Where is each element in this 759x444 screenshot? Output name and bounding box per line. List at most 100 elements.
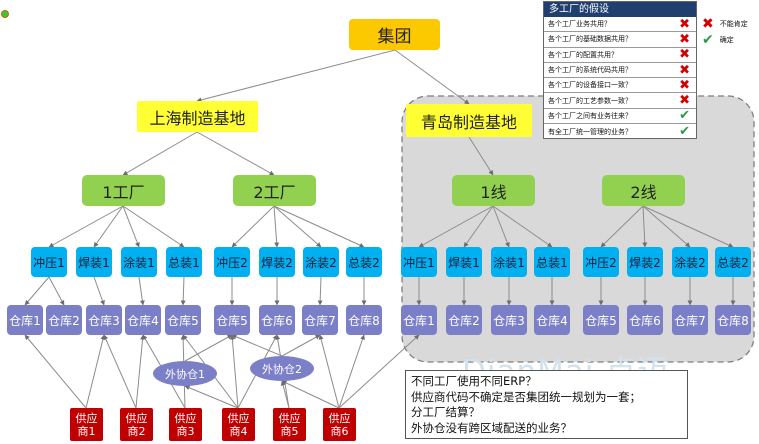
hypotheses-title: 多工厂的假设 bbox=[544, 2, 696, 17]
shanghai-warehouse-6: 仓库6 bbox=[259, 305, 295, 335]
line-1-node: 1线 bbox=[452, 175, 535, 206]
qingdao-warehouse-7: 仓库7 bbox=[672, 305, 708, 335]
shanghai-warehouse-1: 仓库1 bbox=[7, 305, 43, 335]
note-line: 供应商代码不确定是否集团统一规划为一套； bbox=[411, 389, 641, 404]
qingdao-workshop-3: 涂装1 bbox=[491, 247, 527, 277]
hypothesis-text: 各个工厂的工艺参数一致？ bbox=[548, 96, 632, 105]
hypothesis-row: 各个工厂之间有业务往来？ ✔ bbox=[544, 108, 696, 125]
check-icon: ✔ bbox=[702, 31, 714, 48]
hypothesis-text: 有全工厂统一管理的业务？ bbox=[548, 127, 632, 136]
hypothesis-text: 各个工厂的基础数据共用？ bbox=[548, 35, 632, 44]
supplier-2-label-b: 商2 bbox=[127, 424, 146, 438]
cross-icon: ✖ bbox=[679, 62, 690, 78]
hypothesis-text: 各个工厂的系统代码共用？ bbox=[548, 66, 632, 75]
connector-line bbox=[468, 136, 494, 176]
hypothesis-row: 有全工厂统一管理的业务？✔ bbox=[544, 124, 696, 139]
cross-icon: ✖ bbox=[679, 93, 690, 109]
connector-line bbox=[418, 205, 494, 248]
connector-line bbox=[196, 49, 396, 103]
shanghai-workshop-8: 总装2 bbox=[346, 247, 382, 277]
hypothesis-text: 各个工厂之间有业务往来？ bbox=[548, 111, 632, 120]
note-line: 外协仓没有跨区域配送的业务？ bbox=[411, 420, 572, 435]
qingdao-warehouse-2: 仓库2 bbox=[446, 305, 482, 335]
shanghai-warehouse-2: 仓库2 bbox=[46, 305, 82, 335]
supplier-1-label-a: 供应 bbox=[75, 411, 98, 425]
connector-line bbox=[122, 205, 140, 248]
qingdao-workshop-4: 总装1 bbox=[534, 247, 570, 277]
connector-line bbox=[273, 205, 322, 248]
shanghai-workshop-2: 焊装1 bbox=[76, 247, 112, 277]
connector-line bbox=[642, 205, 648, 248]
hypothesis-row: 各个工厂的配置共用？✖ bbox=[544, 48, 696, 63]
connector-line bbox=[48, 205, 124, 248]
hypothesis-text: 各个工厂的设备接口一致？ bbox=[548, 81, 632, 90]
connector-line bbox=[93, 205, 124, 248]
supplier-3-label-b: 商3 bbox=[176, 424, 195, 438]
supplier-3-label-a: 供应 bbox=[174, 411, 197, 425]
qingdao-workshop-8: 总装2 bbox=[715, 247, 751, 277]
hypothesis-text: 各个工厂业务共用？ bbox=[548, 20, 611, 29]
connector-line bbox=[642, 205, 691, 248]
hypothesis-text: 各个工厂的配置共用？ bbox=[548, 50, 618, 59]
connector-line bbox=[280, 380, 290, 409]
connector-line bbox=[85, 334, 106, 409]
connector-line bbox=[93, 276, 105, 306]
legend: ✖ 不能肯定 ✔ 确定 bbox=[702, 16, 748, 48]
connector-line bbox=[463, 205, 494, 248]
check-icon: ✔ bbox=[679, 108, 690, 124]
connector-line bbox=[24, 334, 87, 409]
connector-line bbox=[184, 385, 239, 409]
hypothesis-row: 各个工厂的基础数据共用？ ✖ bbox=[544, 31, 696, 48]
legend-cross-label: 不能肯定 bbox=[719, 20, 748, 28]
qingdao-warehouse-4: 仓库4 bbox=[534, 305, 570, 335]
qingdao-warehouse-8: 仓库8 bbox=[715, 305, 751, 335]
connector-line bbox=[184, 334, 233, 362]
qingdao-warehouse-5: 仓库5 bbox=[583, 305, 619, 335]
shanghai-warehouse-8: 仓库8 bbox=[346, 305, 382, 335]
connector-line bbox=[492, 205, 553, 248]
connector-line bbox=[103, 334, 137, 409]
cross-icon: ✖ bbox=[702, 15, 714, 32]
connector-line bbox=[394, 49, 470, 105]
factory-2-node: 2工厂 bbox=[233, 175, 316, 206]
supplier-4: 供应 商4 bbox=[222, 408, 255, 441]
supplier-5: 供应 商5 bbox=[273, 408, 306, 441]
connector-line bbox=[231, 205, 275, 248]
cross-icon: ✖ bbox=[679, 31, 690, 47]
shanghai-warehouse-5: 仓库5 bbox=[165, 305, 201, 335]
qingdao-warehouse-1: 仓库1 bbox=[401, 305, 437, 335]
supplier-6: 供应 商6 bbox=[323, 408, 356, 441]
connector-line bbox=[135, 334, 146, 409]
connector-line bbox=[338, 334, 365, 409]
connector-line bbox=[138, 276, 145, 306]
status-dot bbox=[1, 10, 9, 18]
supplier-2: 供应 商2 bbox=[120, 408, 153, 441]
qingdao-workshop-5: 冲压2 bbox=[583, 247, 619, 277]
supplier-5-label-a: 供应 bbox=[278, 411, 301, 425]
supplier-6-label-a: 供应 bbox=[328, 411, 351, 425]
shanghai-workshop-7: 涂装2 bbox=[303, 247, 339, 277]
shanghai-workshop-1: 冲压1 bbox=[31, 247, 67, 277]
supplier-4-label-b: 商4 bbox=[229, 424, 248, 438]
hypothesis-row: 各个工厂的系统代码共用？ ✖ bbox=[544, 62, 696, 79]
qingdao-workshop-2: 焊装1 bbox=[446, 247, 482, 277]
legend-check-label: 确定 bbox=[719, 36, 734, 44]
note-line: 分工厂结算？ bbox=[411, 405, 480, 419]
connector-line bbox=[196, 131, 275, 176]
supplier-4-label-a: 供应 bbox=[227, 411, 250, 425]
notes-box: 不同工厂使用不同ERP？ 供应商代码不确定是否集团统一规划为一套； 分工厂结算？… bbox=[405, 370, 688, 439]
connector-line bbox=[122, 131, 198, 176]
shanghai-warehouse-4: 仓库4 bbox=[125, 305, 161, 335]
connector-line bbox=[273, 205, 280, 248]
connector-line bbox=[229, 334, 239, 409]
shanghai-warehouse-7: 仓库7 bbox=[302, 305, 338, 335]
legend-row-check: ✔ 确定 bbox=[702, 32, 748, 48]
shanghai-workshop-3: 涂装1 bbox=[121, 247, 157, 277]
note-line: 不同工厂使用不同ERP？ bbox=[411, 374, 537, 388]
connector-line bbox=[48, 276, 65, 306]
shanghai-warehouse-3: 仓库3 bbox=[86, 305, 122, 335]
shanghai-workshop-4: 总装1 bbox=[166, 247, 202, 277]
hypotheses-panel: 多工厂的假设 各个工厂业务共用？ ✖ 各个工厂的基础数据共用？ ✖ 各个工厂的配置共… bbox=[543, 1, 697, 139]
qingdao-workshop-7: 涂装2 bbox=[672, 247, 708, 277]
